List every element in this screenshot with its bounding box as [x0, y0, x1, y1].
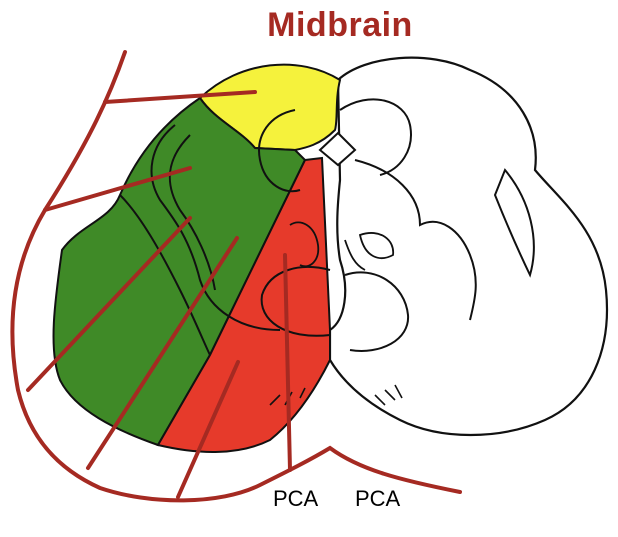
left-red-nucleus	[260, 266, 331, 337]
diagram-title: Midbrain	[267, 6, 413, 44]
left-aqueduct-curve	[258, 109, 301, 193]
branch-to-green-mid	[26, 216, 192, 392]
right-aqueduct-outline	[339, 98, 412, 176]
left-peduncle-line	[119, 194, 211, 356]
right-red-nucleus	[344, 271, 410, 352]
left-inner-curve-2	[168, 134, 216, 291]
branch-to-green-upper	[43, 166, 192, 212]
aqueduct	[318, 131, 357, 167]
right-lower-ticks	[374, 384, 403, 406]
branch-to-green-lower	[86, 236, 239, 470]
outer-artery-arc	[10, 50, 462, 503]
right-inner-curve	[354, 159, 477, 321]
branch-to-yellow	[103, 90, 257, 104]
arterial-branches	[10, 50, 462, 503]
right-substantia-band	[344, 232, 394, 271]
pca-label-left: PCA	[273, 486, 319, 511]
green-territory	[52, 96, 307, 447]
left-inner-curve-1	[150, 124, 281, 331]
branch-to-red-lower	[176, 360, 240, 499]
left-substantia-curve	[289, 221, 320, 268]
pca-label-right: PCA	[355, 486, 401, 511]
right-half-outline	[328, 56, 608, 437]
right-cerebral-peduncle-line	[493, 168, 535, 278]
branch-to-red-pca	[283, 253, 292, 472]
